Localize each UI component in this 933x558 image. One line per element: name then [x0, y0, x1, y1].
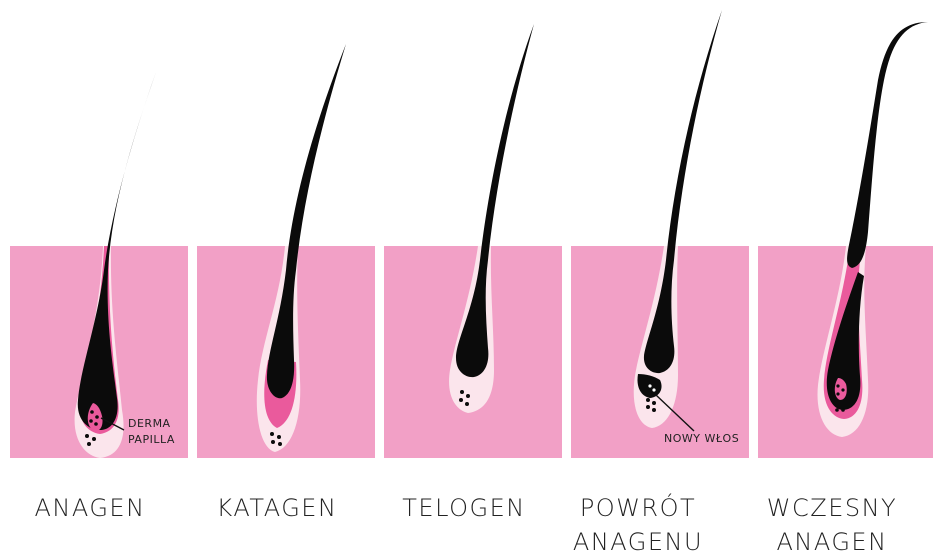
callout-nowy-wlos-text: NOWY WŁOS	[664, 432, 739, 445]
stage-label-powrot-anagenu: POWRÓT ANAGENU	[558, 491, 718, 558]
stage-label-katagen: KATAGEN	[187, 491, 367, 525]
panel-anagen	[10, 72, 188, 458]
stage-label-anagen: ANAGEN	[0, 491, 180, 525]
stage-label-telogen: TELOGEN	[374, 491, 554, 525]
stage-label-wczesny-anagen: WCZESNY ANAGEN	[752, 491, 912, 558]
callout-nowy-wlos: NOWY WŁOS	[664, 431, 739, 447]
panel-telogen	[384, 24, 562, 458]
panel-katagen	[197, 44, 375, 458]
callout-derma-papilla-text: DERMA PAPILLA	[128, 416, 180, 448]
callout-derma-papilla: DERMA PAPILLA	[128, 416, 180, 448]
old-hair-shaft	[847, 22, 928, 268]
panel-powrot-anagenu	[571, 10, 749, 458]
panel-wczesny-anagen	[758, 22, 933, 458]
